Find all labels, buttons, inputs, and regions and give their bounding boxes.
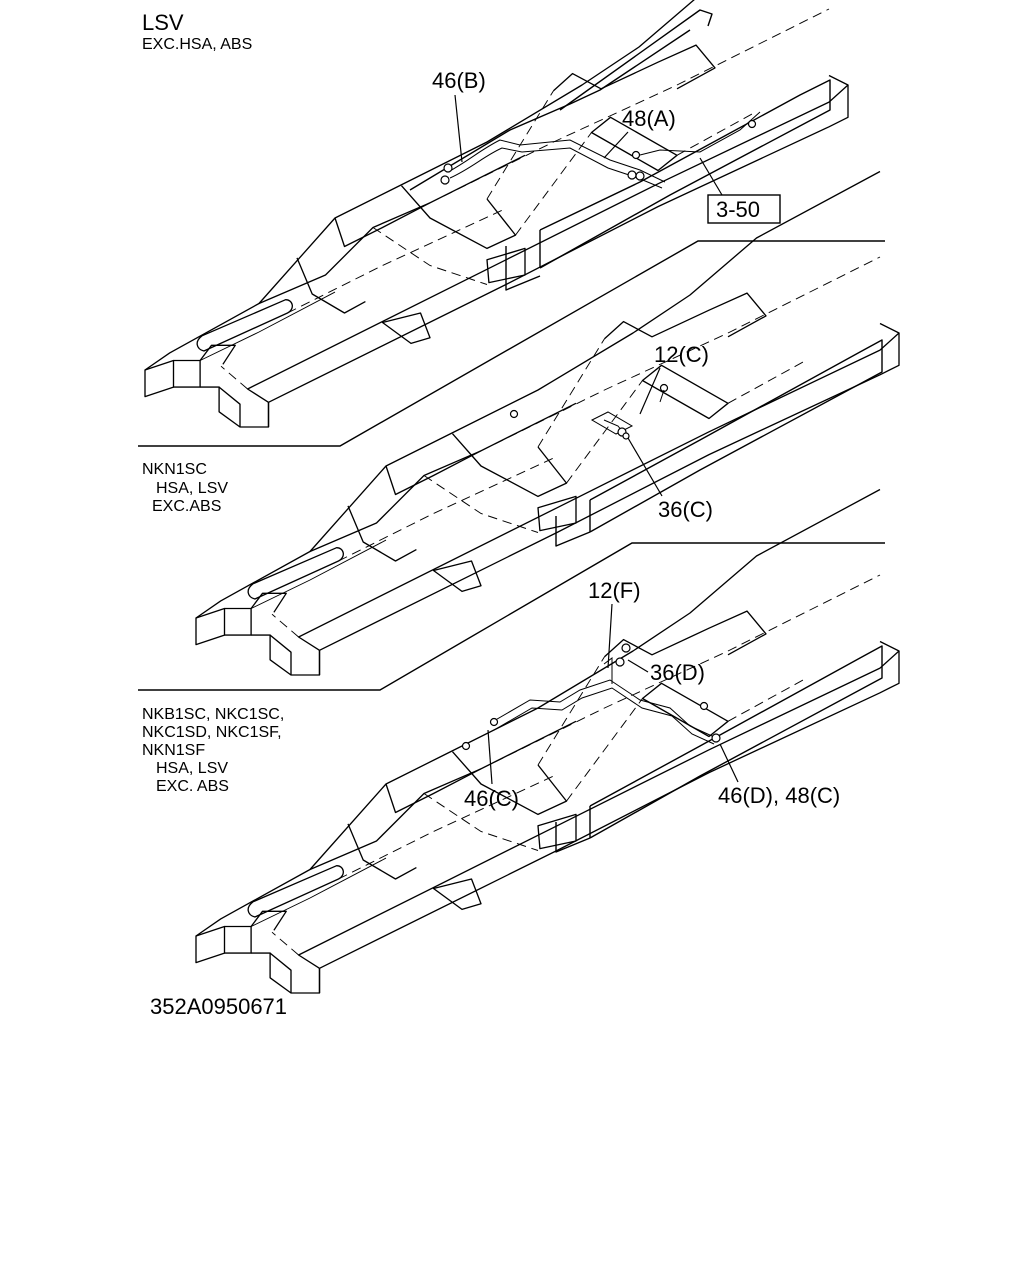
callout-48a: 48(A): [622, 106, 676, 131]
callout-46d-48c: 46(D), 48(C): [718, 783, 840, 808]
callout-12c: 12(C): [654, 342, 709, 367]
view-3-applicability-line-3: NKN1SF: [142, 742, 205, 759]
callout-48a-leader: [603, 131, 629, 159]
callout-12f: 12(F): [588, 578, 641, 603]
view-1: LSV EXC.HSA, ABS 46(B) 48(A) 3-50: [142, 0, 849, 428]
view-3-applicability-line-5: EXC. ABS: [156, 778, 229, 795]
reference-3-50: 3-50: [716, 197, 760, 222]
separator-2: [138, 542, 885, 691]
view-2: NKN1SC HSA, LSV EXC.ABS 12(C) 36(C): [142, 170, 900, 676]
callout-36c-leader: [627, 437, 663, 497]
view-3-applicability-line-4: HSA, LSV: [156, 760, 228, 777]
drawing-number: 352A0950671: [150, 994, 287, 1019]
view-1-applicability-line-2: EXC.HSA, ABS: [142, 36, 252, 53]
callout-46c-leader: [487, 729, 493, 785]
callout-12c-leader: [639, 367, 661, 415]
callout-36d-leader: [627, 659, 649, 673]
view-2-chassis-drawing: [195, 170, 900, 676]
callout-46b-leader: [454, 94, 463, 163]
view-2-applicability-line-3: EXC.ABS: [152, 498, 221, 515]
view-3: NKB1SC, NKC1SC, NKC1SD, NKC1SF, NKN1SF H…: [142, 488, 900, 994]
callout-46c: 46(C): [464, 786, 519, 811]
reference-3-50-leader: [699, 157, 723, 196]
separator-1: [138, 240, 885, 447]
reference-box-3-50: [707, 194, 781, 224]
view-3-applicability-line-1: NKB1SC, NKC1SC,: [142, 706, 284, 723]
view-3-chassis-drawing: [195, 488, 900, 994]
callout-36c: 36(C): [658, 497, 713, 522]
view-3-applicability-line-2: NKC1SD, NKC1SF,: [142, 724, 282, 741]
callout-36d: 36(D): [650, 660, 705, 685]
view-2-applicability-line-2: HSA, LSV: [156, 480, 228, 497]
callout-46d-48c-leader: [719, 743, 739, 783]
view-1-applicability-line-1: LSV: [142, 10, 184, 35]
view-2-applicability-line-1: NKN1SC: [142, 461, 207, 478]
callout-12f-leader: [607, 603, 613, 669]
callout-46b: 46(B): [432, 68, 486, 93]
